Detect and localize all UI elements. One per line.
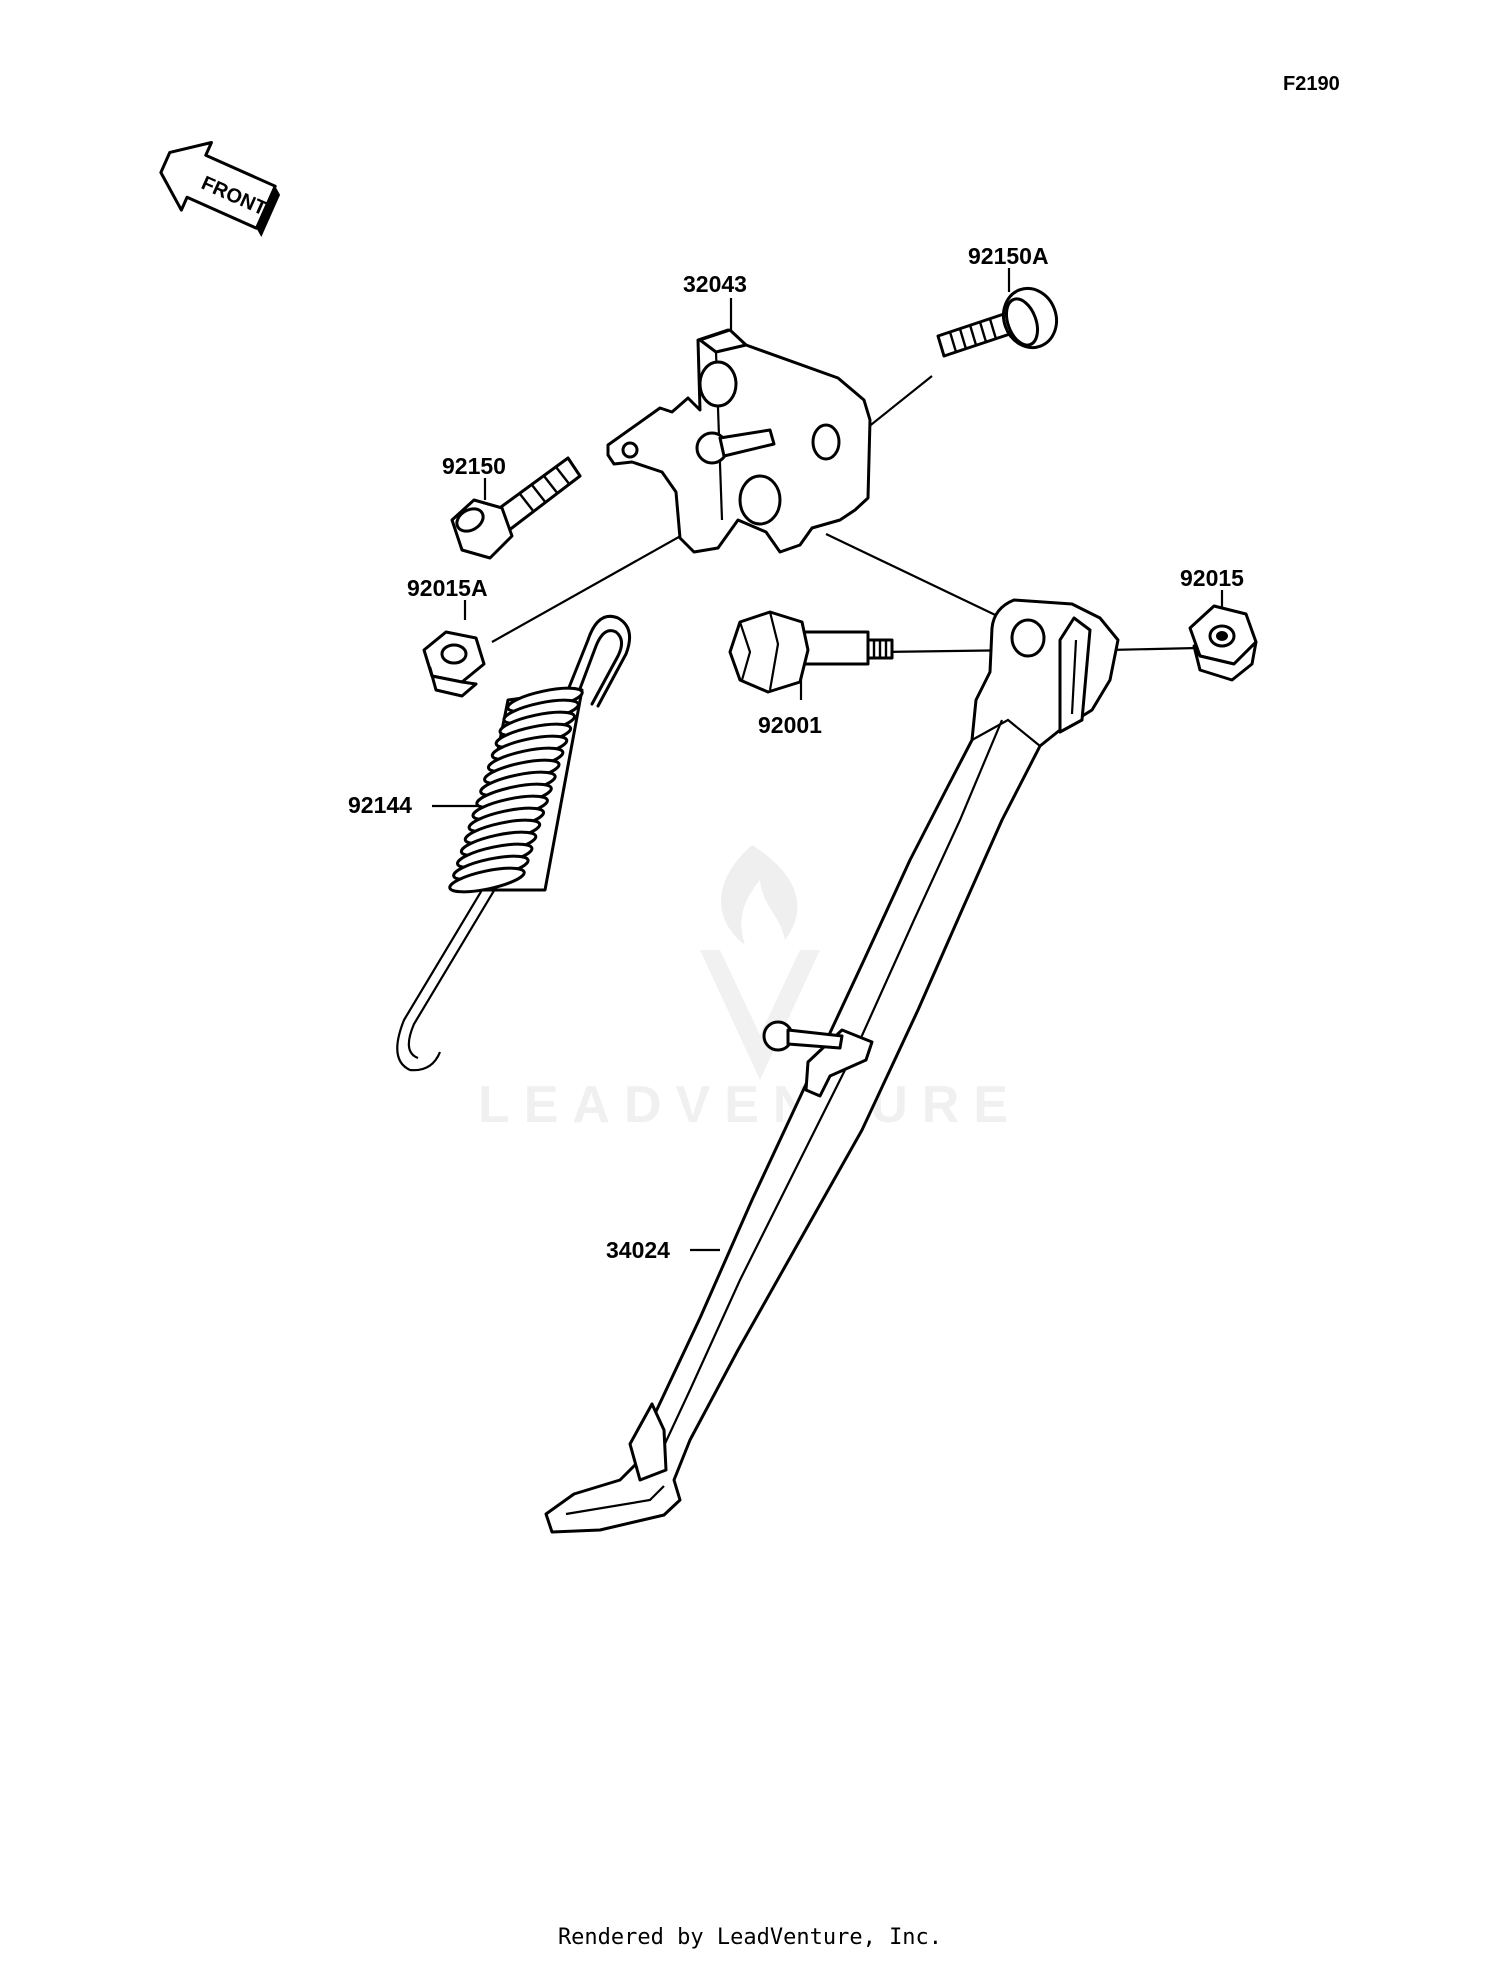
pivot-bolt-92001[interactable]	[728, 610, 894, 694]
label-34024[interactable]: 34024	[606, 1237, 670, 1263]
bolt-92150a[interactable]	[936, 281, 1065, 358]
nut-92015a[interactable]	[422, 630, 486, 698]
label-92015[interactable]: 92015	[1180, 565, 1244, 591]
spring-coils	[448, 686, 584, 894]
label-92150a[interactable]: 92150A	[968, 243, 1049, 269]
label-92150[interactable]: 92150	[442, 453, 506, 479]
watermark-logo: LEADVENTURE	[478, 845, 1022, 1134]
footer-credit: Rendered by LeadVenture, Inc.	[558, 1925, 942, 1950]
label-92144[interactable]: 92144	[348, 792, 412, 818]
label-92015a[interactable]: 92015A	[407, 575, 488, 601]
bolt-92150[interactable]	[450, 456, 582, 560]
part-labels: 32043 92150A 92150 92015A 92015 92001 92…	[348, 243, 1244, 1263]
nut-92015[interactable]	[1188, 604, 1258, 682]
watermark-text: LEADVENTURE	[478, 1076, 1022, 1134]
side-stand-34024[interactable]	[544, 598, 1120, 1534]
diagram-reference-code: F2190	[1283, 73, 1340, 95]
label-32043[interactable]: 32043	[683, 271, 747, 297]
bracket-32043[interactable]	[606, 328, 872, 554]
front-direction-arrow: FRONT	[159, 140, 281, 237]
label-92001[interactable]: 92001	[758, 712, 822, 738]
leader-lines	[432, 268, 1224, 1252]
spring-92144[interactable]	[396, 614, 632, 1072]
spring-coil	[448, 866, 526, 894]
